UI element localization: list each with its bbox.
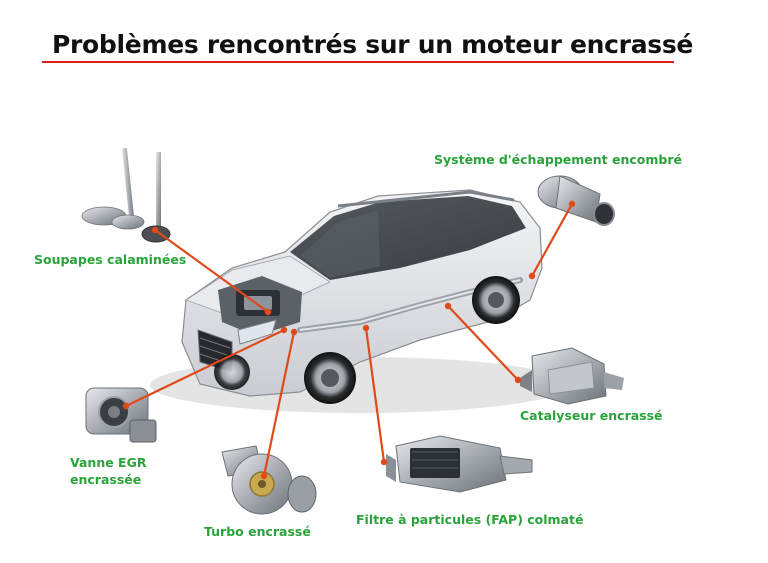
egr-valve-illustration (85, 387, 157, 443)
valves-illustration (81, 147, 171, 243)
label-exhaust: Système d'échappement encombré (434, 152, 682, 167)
connector-exhaust (531, 203, 573, 277)
label-valves: Soupapes calaminées (34, 252, 187, 267)
label-catalyst: Catalyseur encrassé (520, 408, 663, 423)
catalyst-illustration (520, 347, 624, 405)
connector-catalyst (447, 305, 519, 381)
connector-egr (125, 329, 285, 407)
connector-dpf (364, 327, 386, 463)
connector-turbo (262, 331, 296, 477)
connector-valves (154, 229, 269, 313)
label-egr: Vanne EGR encrassée (70, 454, 146, 488)
title-underline (42, 61, 674, 63)
connector-endpoints (122, 200, 576, 480)
label-egr-line2: encrassée (70, 472, 142, 487)
page-title: Problèmes rencontrés sur un moteur encra… (52, 30, 694, 59)
label-turbo: Turbo encrassé (204, 524, 311, 539)
car-illustration (150, 189, 570, 413)
exhaust-muffler-illustration (537, 175, 615, 226)
label-egr-line1: Vanne EGR (70, 455, 147, 470)
connector-lines (125, 203, 573, 477)
label-dpf: Filtre à particules (FAP) colmaté (356, 512, 584, 527)
dpf-illustration (386, 435, 533, 493)
turbo-illustration (221, 445, 317, 515)
